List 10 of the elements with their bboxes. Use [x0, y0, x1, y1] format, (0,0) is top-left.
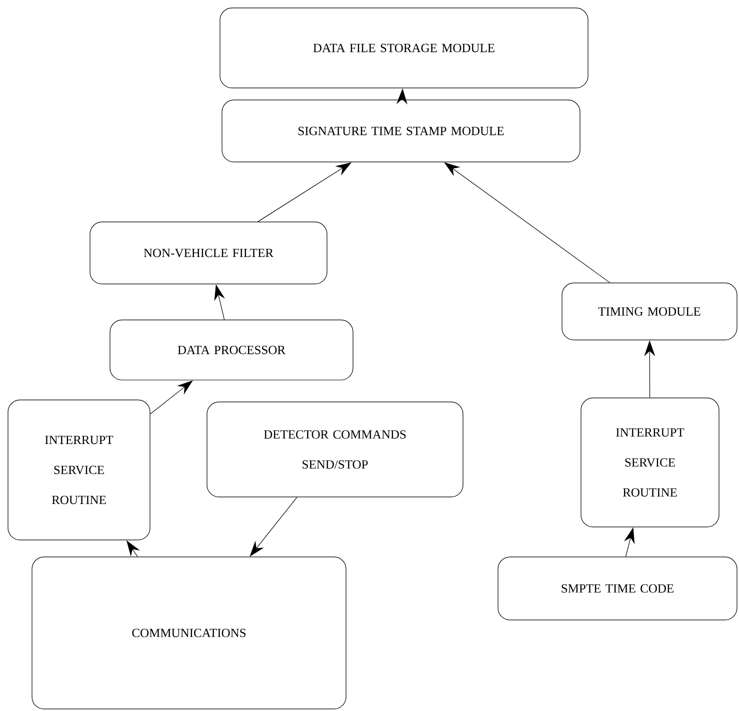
process-box: DATA FILE STORAGE MODULE	[220, 8, 588, 88]
process-box: COMMUNICATIONS	[32, 556, 346, 710]
process-box: INTERRUPT SERVICE ROUTINE	[580, 398, 720, 528]
process-box: SIGNATURE TIME STAMP MODULE	[222, 100, 580, 162]
process-box: TIMING MODULE	[562, 282, 738, 340]
process-box: INTERRUPT SERVICE ROUTINE	[8, 400, 150, 540]
process-box: DETECTOR COMMANDS SEND/STOP	[206, 402, 464, 498]
process-box: DATA PROCESSOR	[110, 320, 354, 380]
process-box: NON-VEHICLE FILTER	[90, 222, 328, 284]
process-box: SMPTE TIME CODE	[498, 556, 738, 620]
